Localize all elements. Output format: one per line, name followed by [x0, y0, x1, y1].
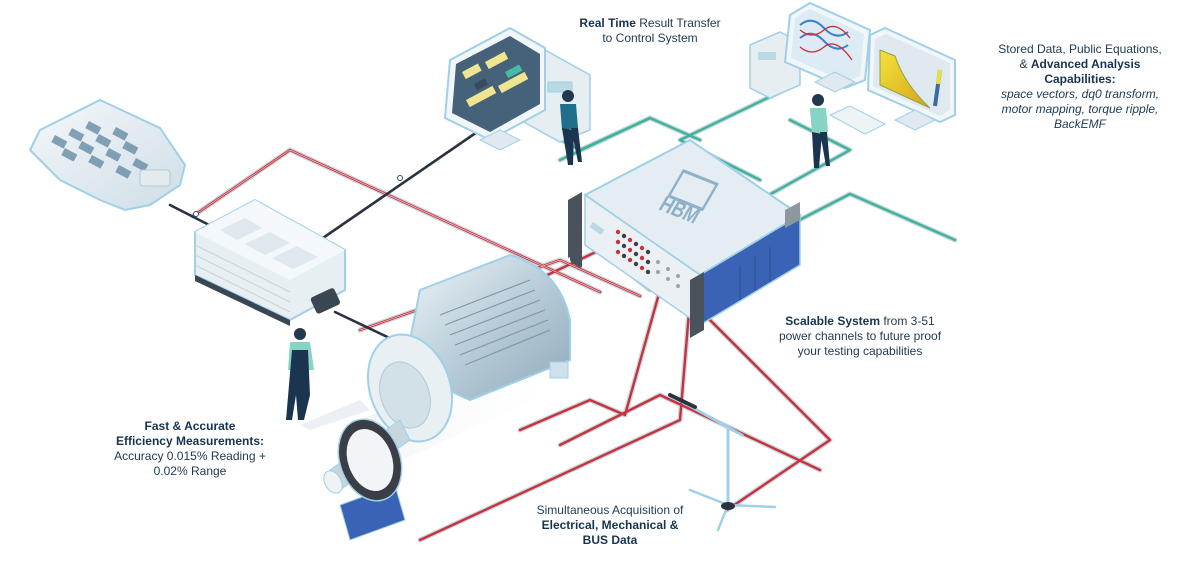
dc-cable-battery-inverter: [168, 203, 217, 230]
caption-stored-line6: BackEMF: [1053, 117, 1106, 131]
caption-fast-line3: Accuracy 0.015% Reading +: [114, 449, 266, 463]
caption-fast-line1: Fast & Accurate: [144, 419, 236, 433]
data-cable-workstation-1: [678, 90, 782, 182]
caption-simul-line2: Electrical, Mechanical &: [541, 518, 679, 532]
caption-fast-line2: Efficiency Measurements:: [115, 434, 265, 448]
caption-realtime-line2: to Control System: [602, 31, 698, 45]
caption-stored-line2-prefix: &: [1019, 57, 1031, 71]
data-cables: [507, 89, 958, 243]
caption-realtime-line1: Result Transfer: [635, 16, 721, 30]
caption-stored-line3: Capabilities:: [1044, 72, 1116, 86]
input-connectors: [615, 229, 680, 288]
caption-simul-line3: BUS Data: [582, 533, 638, 547]
caption-scalable-line2: power channels to future proof: [778, 329, 942, 343]
data-cable-bus: [778, 192, 957, 242]
caption-scalable-line1: from 3-51: [880, 314, 935, 328]
battery-pack-icon: [28, 98, 187, 212]
power-cable-torque: [418, 298, 692, 542]
torque-flange-icon: [337, 418, 406, 541]
caption-realtime-transfer: Real Time Result Transfer to Control Sys…: [560, 16, 740, 46]
caption-scalable-bold: Scalable System: [785, 314, 881, 328]
technician-figure: [286, 328, 370, 430]
caption-simultaneous-acquisition: Simultaneous Acquisition of Electrical, …: [510, 503, 710, 548]
data-cable-workstation-2: [758, 118, 852, 202]
operator-control-figure: [560, 90, 582, 165]
analyst-figure: [810, 94, 830, 168]
caption-stored-line5: motor mapping, torque ripple,: [1001, 102, 1159, 116]
microphone-stand-icon: [668, 393, 777, 532]
caption-stored-line4: space vectors, dq0 transform,: [1000, 87, 1160, 101]
caption-stored-line2-bold: Advanced Analysis: [1030, 57, 1141, 71]
caption-stored-data: Stored Data, Public Equations, & Advance…: [980, 42, 1180, 132]
power-cable-microphone: [688, 298, 832, 512]
caption-scalable-system: Scalable System from 3-51 power channels…: [760, 314, 960, 359]
inverter-icon: [194, 198, 346, 326]
power-cable-motor-3: [518, 288, 662, 432]
control-monitor-icon: [443, 26, 591, 151]
caption-fast-line4: 0.02% Range: [153, 464, 227, 478]
caption-scalable-line3: your testing capabilities: [797, 344, 923, 358]
caption-efficiency-measurements: Fast & Accurate Efficiency Measurements:…: [95, 419, 285, 479]
power-cable-sensor: [558, 393, 822, 472]
caption-stored-line1: Stored Data, Public Equations,: [998, 42, 1162, 56]
caption-simul-line1: Simultaneous Acquisition of: [536, 503, 684, 517]
dual-monitor-workstation-icon: [749, 1, 956, 135]
hbm-genesis-mainframe-icon: HBM: [568, 138, 850, 338]
caption-realtime-bold: Real Time: [579, 16, 636, 30]
dc-cable-inverter-control: [318, 128, 482, 242]
